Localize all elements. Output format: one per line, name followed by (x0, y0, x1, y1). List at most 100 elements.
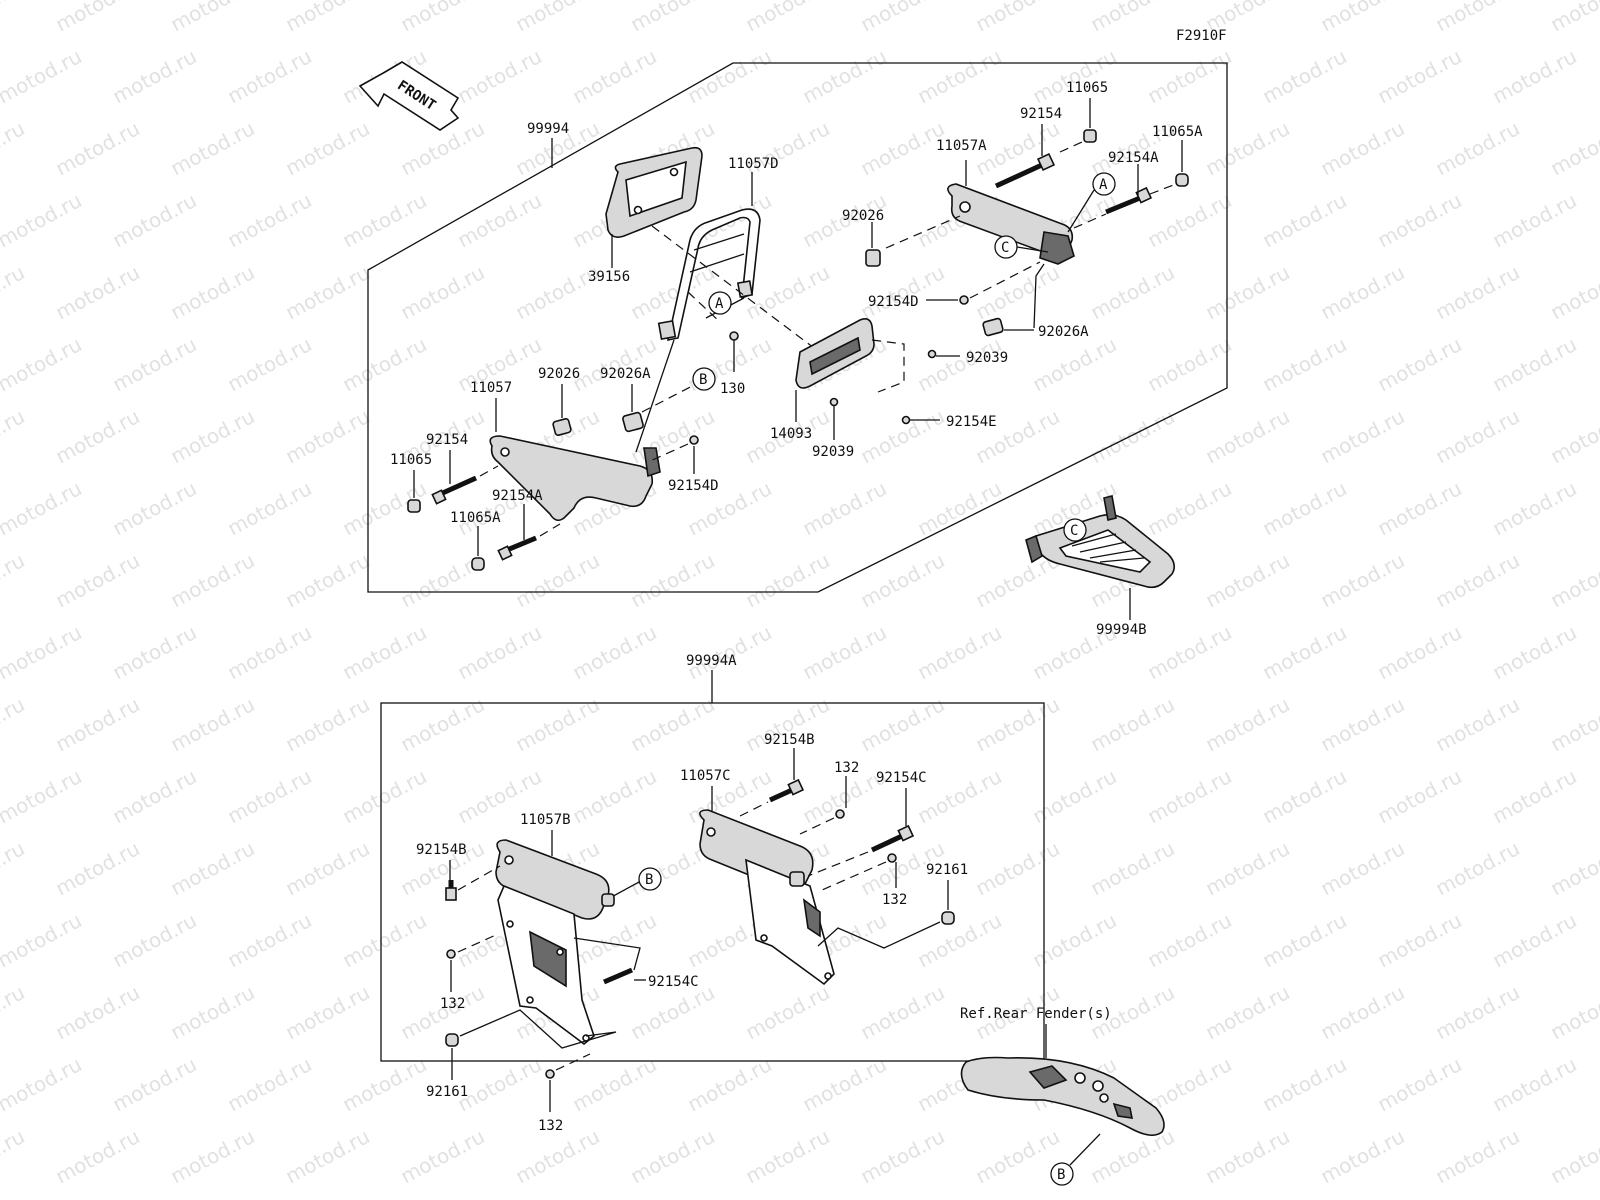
watermark-text: motod.ru (1373, 1196, 1465, 1200)
part-label-11057A: 11057A (936, 138, 987, 154)
watermark-text: motod.ru (453, 188, 545, 252)
watermark-text: motod.ru (1546, 836, 1600, 900)
watermark-text: motod.ru (51, 548, 143, 612)
part-label-92154D-right: 92154D (868, 294, 919, 310)
watermark-text: motod.ru (51, 404, 143, 468)
watermark-text: motod.ru (108, 764, 200, 828)
watermark-text: motod.ru (0, 836, 29, 900)
watermark-text: motod.ru (1201, 1124, 1293, 1188)
watermark-text: motod.ru (396, 692, 488, 756)
watermark-text: motod.ru (798, 620, 890, 684)
backrest-pad (605, 146, 703, 238)
part-label-92026-right: 92026 (842, 208, 884, 224)
watermark-text: motod.ru (0, 188, 86, 252)
watermark-text: motod.ru (1086, 404, 1178, 468)
watermark-text: motod.ru (1143, 620, 1235, 684)
watermark-text: motod.ru (223, 764, 315, 828)
watermark-text: motod.ru (1086, 260, 1178, 324)
bolt-92154-right (994, 152, 1056, 189)
watermark-text: motod.ru (1546, 260, 1600, 324)
watermark-text: motod.ru (0, 44, 86, 108)
watermark-text: motod.ru (741, 980, 833, 1044)
bracket-14093 (795, 318, 875, 389)
nut-11065-left (407, 499, 421, 513)
watermark-text: motod.ru (453, 620, 545, 684)
part-label-11057C: 11057C (680, 768, 731, 784)
watermark-text: motod.ru (1546, 404, 1600, 468)
watermark-text: motod.ru (1431, 0, 1523, 36)
watermark-text: motod.ru (1028, 1196, 1120, 1200)
watermark-text: motod.ru (1373, 476, 1465, 540)
watermark-text: motod.ru (108, 908, 200, 972)
watermark-text: motod.ru (1316, 0, 1408, 36)
part-label-11057: 11057 (470, 380, 512, 396)
watermark-text: motod.ru (568, 1052, 660, 1116)
watermark-text: motod.ru (1316, 692, 1408, 756)
watermark-text: motod.ru (51, 692, 143, 756)
watermark-text: motod.ru (108, 620, 200, 684)
watermark-text: motod.ru (741, 1124, 833, 1188)
watermark-text: motod.ru (856, 260, 948, 324)
watermark-text: motod.ru (281, 0, 373, 36)
watermark-text: motod.ru (0, 404, 29, 468)
bolt-92154C-right (870, 824, 915, 853)
svg-text:C: C (1070, 523, 1078, 539)
watermark-text: motod.ru (338, 764, 430, 828)
watermark-text: motod.ru (626, 548, 718, 612)
rear-fender (960, 1056, 1165, 1136)
watermark-text: motod.ru (1546, 116, 1600, 180)
watermark-text: motod.ru (798, 1052, 890, 1116)
nut-92161-right (941, 911, 955, 925)
watermark-text: motod.ru (683, 1052, 775, 1116)
watermark-text: motod.ru (1028, 764, 1120, 828)
watermark-text: motod.ru (1143, 188, 1235, 252)
nut-11065-right (1083, 129, 1097, 143)
screw-92039-lower (829, 397, 839, 407)
bolt-92154A-right (1105, 186, 1153, 215)
watermark-text: motod.ru (223, 620, 315, 684)
watermark-text: motod.ru (0, 332, 86, 396)
watermark-text: motod.ru (1316, 404, 1408, 468)
watermark-text: motod.ru (1258, 1052, 1350, 1116)
side-plate-11057A (947, 183, 1075, 265)
watermark-text: motod.ru (1431, 836, 1523, 900)
watermark-text: motod.ru (338, 1052, 430, 1116)
watermark-text: motod.ru (741, 548, 833, 612)
watermark-text: motod.ru (1488, 620, 1580, 684)
part-label-92154-right: 92154 (1020, 106, 1062, 122)
watermark-text: motod.ru (281, 404, 373, 468)
watermark-text: motod.ru (223, 44, 315, 108)
callout-c-rack: C (1063, 518, 1087, 542)
watermark-text: motod.ru (1431, 980, 1523, 1044)
watermark-text: motod.ru (0, 620, 86, 684)
watermark-text: motod.ru (1431, 692, 1523, 756)
bolt-92154A-left (497, 535, 537, 561)
part-label-92161-right: 92161 (926, 862, 968, 878)
screw-92039-upper (927, 349, 937, 359)
part-label-11065A-left: 11065A (450, 510, 501, 526)
bolt-92154-left (431, 475, 478, 505)
watermark-text: motod.ru (396, 260, 488, 324)
part-label-132-bottom: 132 (538, 1118, 563, 1134)
watermark-text: motod.ru (396, 0, 488, 36)
watermark-text: motod.ru (1143, 476, 1235, 540)
watermark-text: motod.ru (1488, 188, 1580, 252)
watermark-text: motod.ru (0, 908, 86, 972)
watermark-text: motod.ru (971, 1124, 1063, 1188)
part-label-132-upper-right: 132 (834, 760, 859, 776)
watermark-text: motod.ru (511, 548, 603, 612)
watermark-text: motod.ru (166, 0, 258, 36)
watermark-text: motod.ru (166, 116, 258, 180)
watermark-text: motod.ru (1316, 1124, 1408, 1188)
watermark-text: motod.ru (108, 1196, 200, 1200)
watermark-text: motod.ru (1488, 44, 1580, 108)
watermark-text: motod.ru (0, 116, 29, 180)
watermark-text: motod.ru (913, 1196, 1005, 1200)
watermark-text: motod.ru (568, 44, 660, 108)
watermark-text: motod.ru (223, 1196, 315, 1200)
kit-label-99994A: 99994A (686, 653, 737, 669)
watermark-text: motod.ru (108, 44, 200, 108)
upper-kit-frame (367, 62, 1228, 593)
watermark-text: motod.ru (281, 1124, 373, 1188)
